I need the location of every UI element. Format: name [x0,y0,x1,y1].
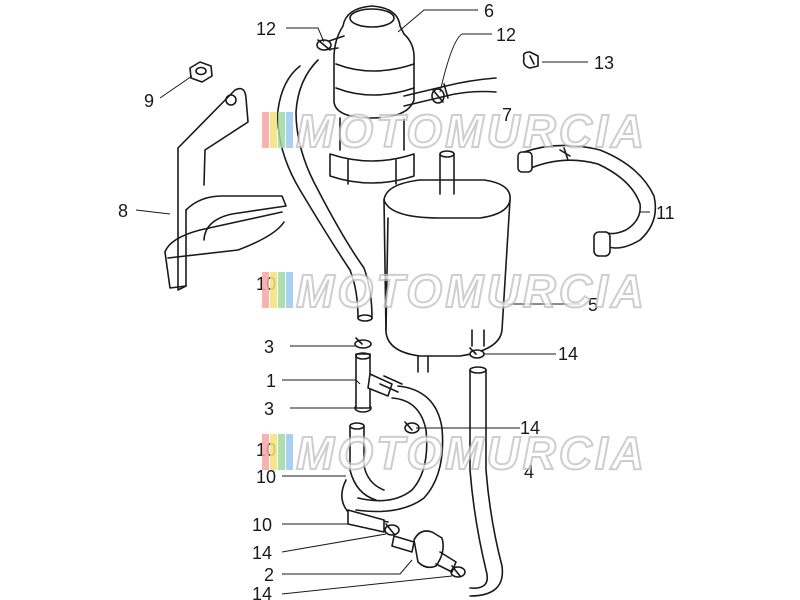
callout-14c: 14 [252,543,272,563]
hose-part-7 [403,77,497,107]
clamp-part-14c [384,523,400,536]
callout-10d: 10 [252,515,272,535]
callout-13: 13 [594,53,614,73]
watermark-3: MOTOMURCIA [262,426,647,480]
callout-1: 1 [266,371,276,391]
callout-14b: 14 [520,418,540,438]
callout-3a: 3 [264,337,274,357]
callout-5: 5 [588,295,598,315]
reservoir-part-6 [323,5,415,185]
clamp-part-12a [316,39,332,51]
canister-part-5 [383,150,511,373]
fitting-part-10 [347,509,385,533]
callout-9: 9 [144,91,154,111]
watermark-text-2: MOTOMURCIA [296,265,647,317]
watermark-2: MOTOMURCIA [262,264,647,318]
clip-part-13 [522,51,539,69]
callout-14a: 14 [558,344,578,364]
strap-part-11 [517,144,657,257]
t-fitting-part-1 [355,352,403,409]
leader-lines [135,9,650,595]
callout-7: 7 [502,105,512,125]
hose-part-10-left [277,59,373,322]
watermark-1: MOTOMURCIA [262,104,647,158]
callout-6: 6 [484,1,494,21]
callout-12a: 12 [256,19,276,39]
clamp-part-14b [404,421,420,434]
clamp-part-12b [431,88,445,104]
callout-3b: 3 [264,399,274,419]
callout-12b: 12 [496,25,516,45]
clamp-part-3a [354,337,372,349]
hose-part-4 [469,366,504,597]
watermark-text-3: MOTOMURCIA [296,427,647,479]
bracket-part-8 [164,87,287,291]
callout-4: 4 [524,462,534,482]
callout-14d: 14 [252,584,272,600]
callout-11: 11 [656,203,675,223]
callout-2: 2 [264,565,274,585]
callout-10c: 10 [256,467,276,487]
filter-part-2 [391,530,457,573]
watermark-text-1: MOTOMURCIA [296,105,647,157]
nut-part-9 [189,61,213,83]
callout-8: 8 [118,201,128,221]
